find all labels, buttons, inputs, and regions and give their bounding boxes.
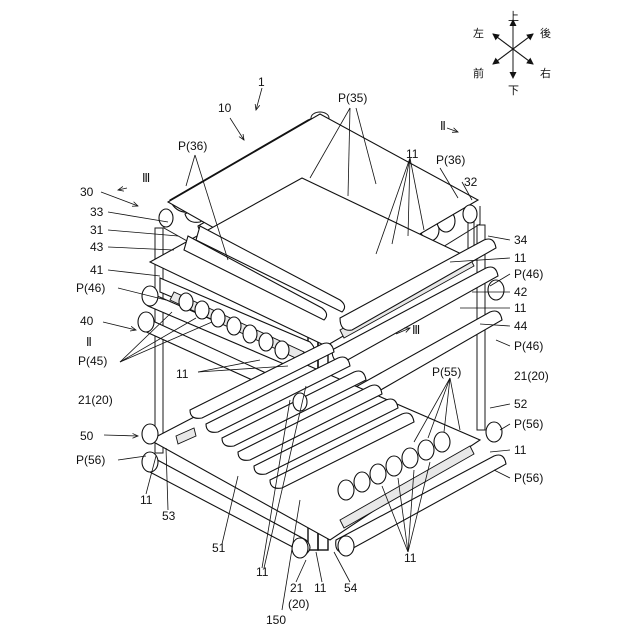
label-33: 33 (90, 205, 104, 219)
label-p56-left: P(56) (76, 453, 105, 467)
label-1: 1 (258, 75, 265, 89)
direction-compass: 上 下 左 後 前 右 (473, 10, 551, 97)
label-11-bot2: 11 (314, 581, 327, 595)
label-21-20-left: 21(20) (78, 393, 113, 407)
compass-right: 右 (540, 66, 551, 80)
label-51: 51 (212, 541, 226, 555)
label-p46-left: P(46) (76, 281, 105, 295)
label-p55: P(55) (432, 365, 461, 379)
label-40: 40 (80, 314, 94, 328)
label-34: 34 (514, 233, 528, 247)
label-11-bot3: 11 (404, 551, 417, 565)
label-53: 53 (162, 509, 176, 523)
label-20: (20) (288, 597, 309, 611)
compass-down: 下 (508, 84, 519, 97)
label-p56-right1: P(56) (514, 417, 543, 431)
label-11-top: 11 (406, 147, 419, 161)
label-sec3-mid: Ⅲ (412, 323, 420, 337)
label-54: 54 (344, 581, 358, 595)
label-p56-right2: P(56) (514, 471, 543, 485)
label-42: 42 (514, 285, 528, 299)
label-p36-right: P(36) (436, 153, 465, 167)
compass-back: 後 (540, 26, 551, 40)
label-31: 31 (90, 223, 104, 237)
label-21: 21 (290, 581, 304, 595)
label-p46-right1: P(46) (514, 267, 543, 281)
label-10: 10 (218, 101, 232, 115)
label-sec2-left: Ⅱ (86, 335, 92, 349)
label-43: 43 (90, 240, 104, 254)
label-32: 32 (464, 175, 478, 189)
label-p46-right2: P(46) (514, 339, 543, 353)
label-52: 52 (514, 397, 528, 411)
label-11-r1: 11 (514, 251, 527, 265)
label-p35: P(35) (338, 91, 367, 105)
label-11-mid: 11 (176, 367, 189, 381)
label-p45: P(45) (78, 354, 107, 368)
label-sec3-top: Ⅲ (142, 171, 150, 185)
label-44: 44 (514, 319, 528, 333)
compass-up: 上 (508, 10, 519, 23)
label-21-20-right: 21(20) (514, 369, 549, 383)
label-50: 50 (80, 429, 94, 443)
label-11-r2: 11 (514, 301, 527, 315)
compass-left: 左 (473, 27, 484, 40)
label-p36-left: P(36) (178, 139, 207, 153)
label-sec2-top: Ⅱ (440, 119, 446, 133)
compass-front: 前 (473, 66, 484, 80)
label-41: 41 (90, 263, 104, 277)
label-11-r3: 11 (514, 443, 527, 457)
label-11-bl: 11 (140, 493, 153, 507)
label-30: 30 (80, 185, 94, 199)
label-11-bot1: 11 (256, 565, 269, 579)
label-150: 150 (266, 613, 286, 627)
